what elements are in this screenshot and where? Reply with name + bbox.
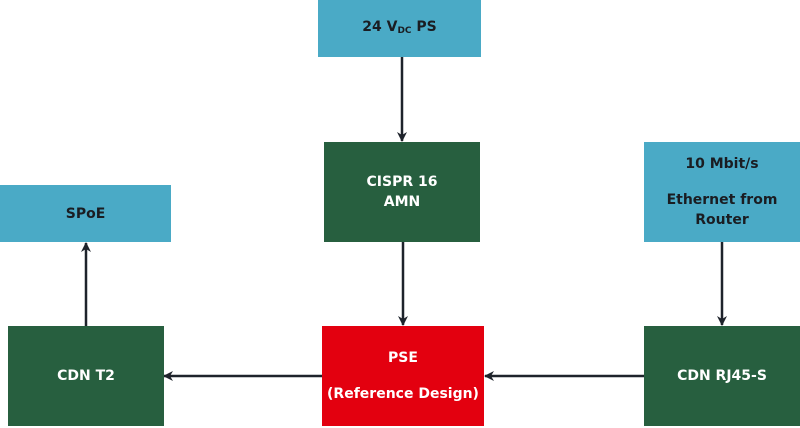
node-24vdc-ps: 24 VDC PS: [318, 0, 481, 57]
node-cdn-rj45-s: CDN RJ45-S: [644, 326, 800, 426]
node-ethernet-router: 10 Mbit/s Ethernet from Router: [644, 142, 800, 242]
node-spoe: SPoE: [0, 185, 171, 242]
node-24vdc-ps-label: 24 VDC PS: [362, 18, 437, 36]
node-cispr16-amn: CISPR 16 AMN: [324, 142, 480, 242]
node-cdn-t2: CDN T2: [8, 326, 164, 426]
node-pse: PSE (Reference Design): [322, 326, 484, 426]
